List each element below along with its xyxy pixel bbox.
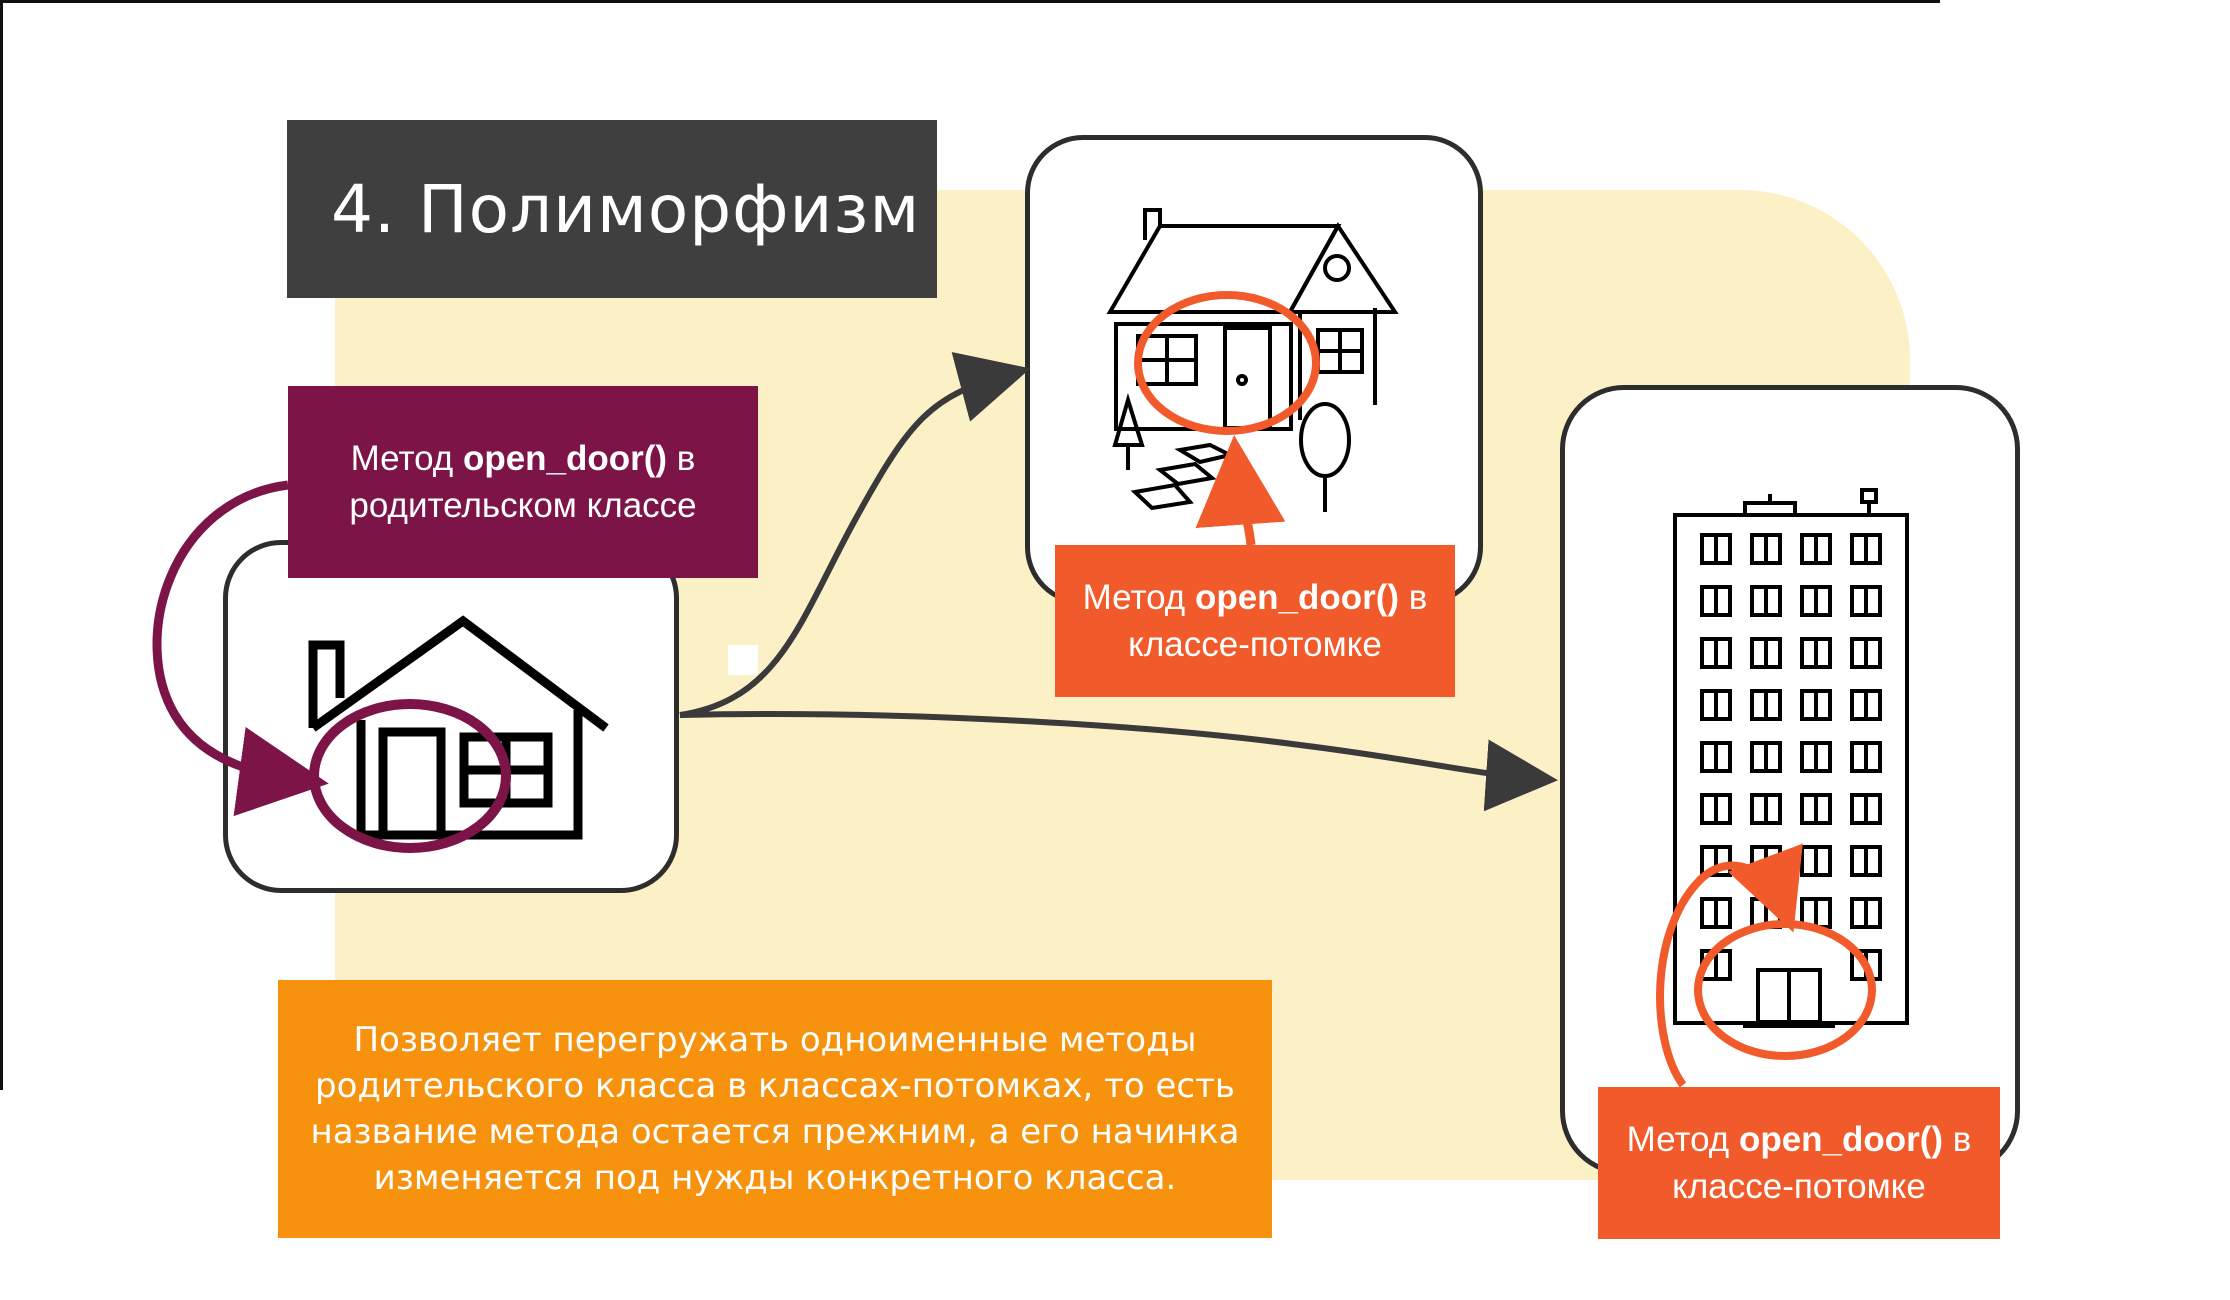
building-method-arrow (1656, 843, 1803, 1088)
house-method-arrow (1195, 435, 1286, 546)
arrow-to-house (679, 352, 1031, 718)
left-border-line (0, 0, 3, 1090)
top-border-line (0, 0, 1940, 3)
building-method-label: Метод open_door() в классе-потомке (1598, 1087, 2000, 1239)
house-door-highlight (1134, 291, 1320, 435)
building-door-highlight (1694, 920, 1876, 1060)
description-text: Позволяет перегружать одноименные методы… (310, 1020, 1240, 1198)
house-method-label: Метод open_door() в классе-потомке (1055, 545, 1455, 697)
slide-title: 4. Полиморфизм (287, 120, 937, 298)
parent-method-name: open_door() (462, 439, 668, 478)
parent-door-highlight (309, 699, 511, 853)
parent-method-label: Метод open_door() в родительском классе (288, 386, 758, 578)
slide-title-text: 4. Полиморфизм (331, 170, 921, 248)
child-class-card-building (1560, 385, 2020, 1175)
building-method-name: open_door() (1738, 1120, 1944, 1159)
white-square-marker (728, 645, 758, 675)
house-method-name: open_door() (1194, 578, 1400, 617)
arrow-to-building (679, 711, 1558, 812)
parent-method-arrow (152, 480, 329, 817)
parent-class-card (223, 540, 679, 893)
polymorphism-description: Позволяет перегружать одноименные методы… (278, 980, 1272, 1238)
